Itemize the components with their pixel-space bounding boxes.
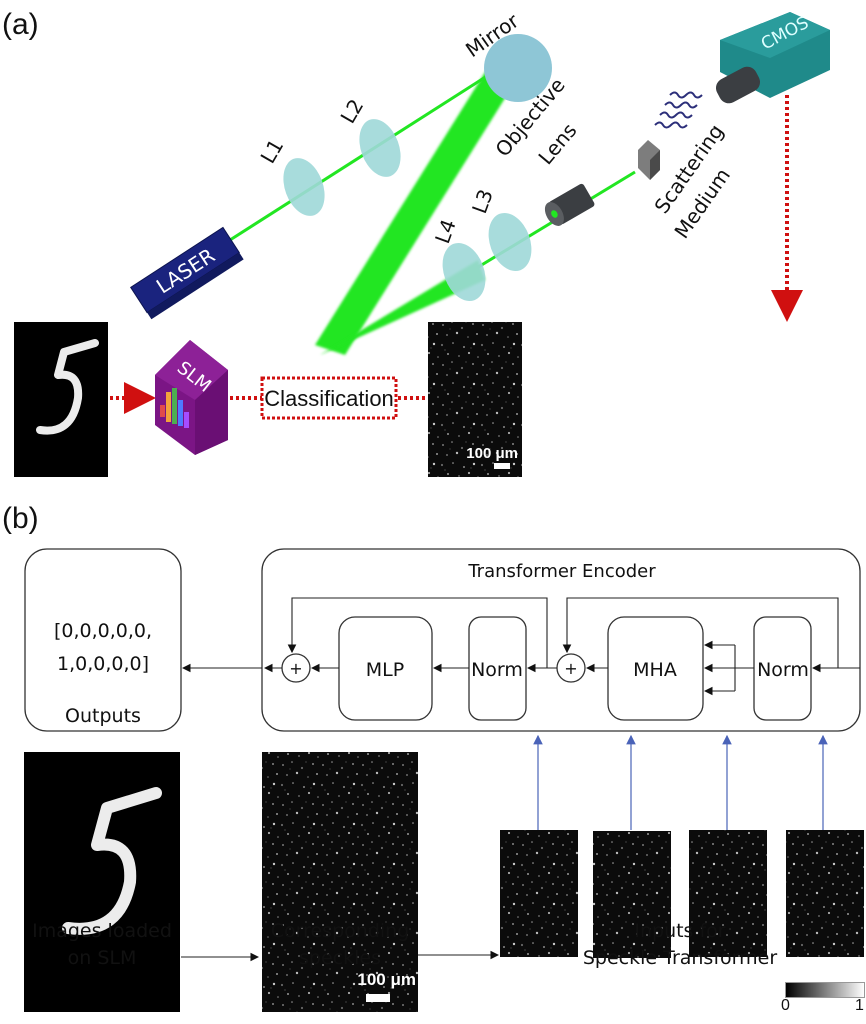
outputs-vector-line2: 1,0,0,0,0] (57, 653, 149, 675)
scattering-medium (638, 91, 703, 180)
input-patch-1 (500, 830, 578, 957)
patch-to-encoder-arrows (533, 734, 828, 830)
lens-l3 (488, 212, 532, 272)
mha-label: MHA (633, 659, 677, 681)
input-patch-2 (593, 831, 671, 958)
beam-slm-to-lens4 (320, 260, 485, 355)
norm-label-2: Norm (757, 659, 809, 681)
laser-source: LASER (130, 226, 244, 320)
cmos-camera: CMOS (715, 12, 830, 104)
scale-bar-label-a: 100 μm (466, 445, 518, 462)
lens-l2-label: L2 (336, 95, 369, 128)
panel-a-label: (a) (2, 8, 39, 41)
classification-box (260, 376, 398, 420)
lens-l4-label: L4 (430, 216, 461, 247)
mirror (484, 34, 552, 102)
norm-label-1: Norm (471, 659, 523, 681)
classification-label: Classification (264, 386, 394, 411)
scale-bar-label-b: 100 μm (357, 970, 416, 989)
transformer-encoder-title: Transformer Encoder (467, 561, 656, 582)
slm-image-b (24, 752, 180, 1012)
lens-l4 (442, 242, 486, 302)
speckle-image-b: 100 μm (262, 752, 418, 1012)
add-symbol-2: + (564, 659, 577, 678)
outputs-caption: Outputs (65, 705, 141, 727)
input-patch-3 (689, 830, 767, 957)
input-patch-4 (786, 830, 864, 957)
lens-l3-label: L3 (467, 186, 498, 217)
scatter-waves-icon (654, 91, 703, 129)
scale-bar-b (366, 994, 390, 1002)
mlp-label: MLP (366, 659, 404, 681)
residual-skip-2 (287, 597, 548, 668)
input-patches (500, 830, 864, 958)
lens-l2 (359, 119, 401, 177)
lens-l1-label: L1 (256, 135, 289, 168)
objective-label-line2: Lens (533, 118, 581, 169)
outputs-vector-line1: [0,0,0,0,0, (54, 620, 152, 642)
residual-skip-1 (562, 597, 839, 668)
add-symbol-1: + (289, 659, 302, 678)
slm-device: SLM (155, 340, 228, 455)
outputs-box (24, 548, 182, 732)
scale-bar-a (494, 463, 510, 469)
speckle-image-a: 100 μm (428, 322, 522, 477)
objective-lens (544, 183, 595, 226)
digit-image-a (14, 322, 108, 477)
lens-l1 (283, 158, 325, 216)
panel-b-label: (b) (2, 502, 39, 535)
encoder-connections (181, 597, 860, 696)
beam-mirror-to-slm (315, 45, 535, 355)
